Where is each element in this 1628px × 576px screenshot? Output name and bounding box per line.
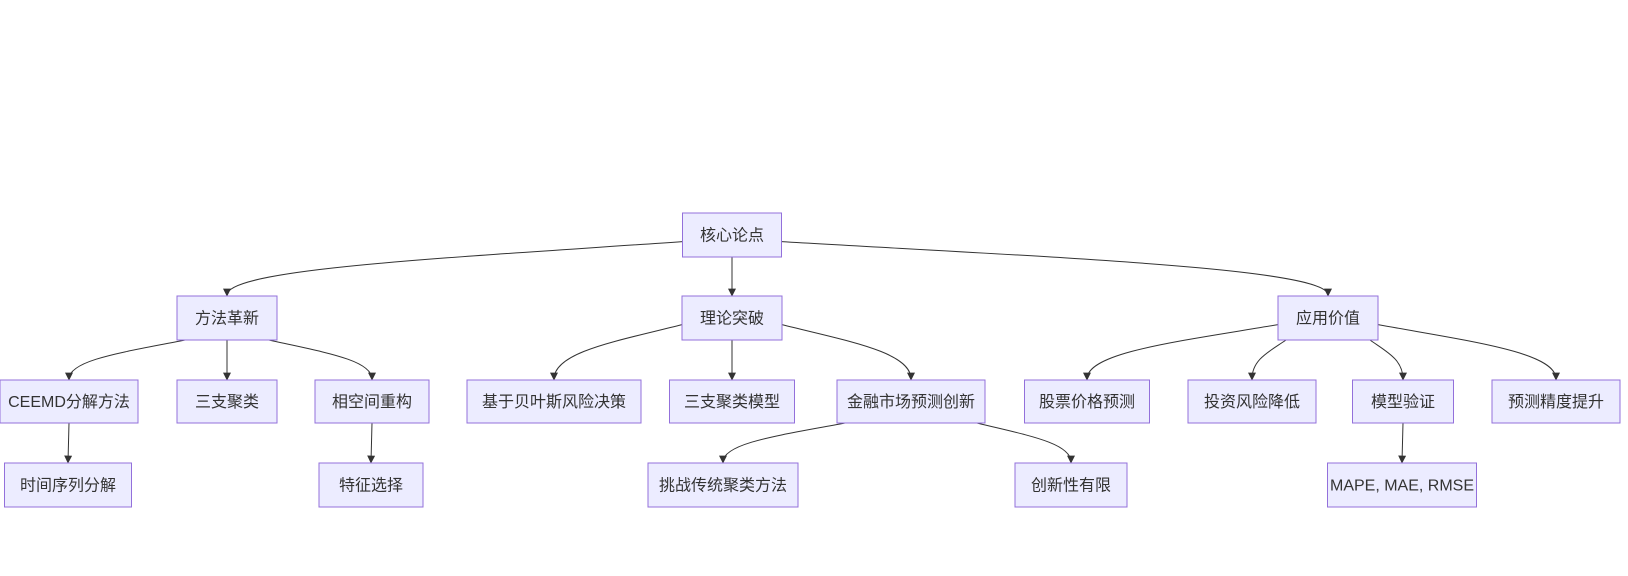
node-theory: 理论突破 [681,295,783,341]
node-box [0,379,139,424]
node-feature-selection: 特征选择 [318,462,424,508]
node-box [1277,295,1379,341]
node-label: 三支聚类模型 [684,393,780,411]
node-label: 应用价值 [1296,309,1360,328]
node-label: 特征选择 [339,477,403,495]
node-method: 方法革新 [176,295,278,341]
node-label: 时间序列分解 [20,477,116,495]
node-label: 基于贝叶斯风险决策 [482,393,626,411]
node-time-series: 时间序列分解 [4,462,132,508]
edge-root-application [781,241,1332,297]
node-box [4,462,132,508]
node-box [682,212,782,258]
node-accuracy: 预测精度提升 [1491,379,1621,424]
node-box [1187,379,1317,424]
node-model-validation: 模型验证 [1352,379,1454,424]
node-label: 方法革新 [195,310,259,328]
node-label: 相空间重构 [332,393,412,411]
node-phase-space: 相空间重构 [314,379,430,424]
node-label: 股票价格预测 [1039,393,1135,411]
edge-model-validation-metrics [1398,422,1407,464]
node-box [681,295,783,341]
node-label: 模型验证 [1371,393,1435,411]
edge-root-method [223,241,683,297]
node-box [1024,379,1150,424]
node-box [1491,379,1621,424]
node-limited-novelty: 创新性有限 [1014,462,1128,508]
node-label: MAPE, MAE, RMSE [1330,478,1474,495]
node-box [1352,379,1454,424]
node-box [669,379,795,424]
node-bayes: 基于贝叶斯风险决策 [466,379,642,424]
node-label: 创新性有限 [1031,477,1111,495]
node-label: 预测精度提升 [1508,393,1604,411]
node-box [1014,462,1128,508]
node-finance-innovation: 金融市场预测创新 [836,379,986,424]
edge-theory-bayes [550,324,683,381]
node-stock-prediction: 股票价格预测 [1024,379,1150,424]
edge-finance-innovation-challenge-clustering [719,422,846,464]
node-challenge-clustering: 挑战传统聚类方法 [647,462,799,508]
node-box [176,379,278,424]
edge-application-risk-reduction [1248,339,1287,381]
node-label: 理论突破 [700,310,764,328]
edge-layer [64,241,1560,464]
node-label: 投资风险降低 [1204,393,1300,411]
edge-ceemd-time-series [64,422,73,464]
node-metrics: MAPE, MAE, RMSE [1327,462,1477,508]
edge-method-ceemd [65,339,186,381]
node-box [314,379,430,424]
node-box [176,295,278,341]
node-ceemd: CEEMD分解方法 [0,379,139,424]
node-label: CEEMD分解方法 [8,393,130,411]
node-application: 应用价值 [1277,295,1379,341]
node-three-way-model: 三支聚类模型 [669,379,795,424]
edge-method-phase-space [268,339,376,381]
node-label: 挑战传统聚类方法 [659,477,787,495]
edge-phase-space-feature-selection [367,422,376,464]
edge-application-stock-prediction [1083,324,1279,381]
node-box [836,379,986,424]
node-label: 三支聚类 [195,393,259,411]
edge-application-accuracy [1377,324,1560,381]
node-box [466,379,642,424]
node-box [318,462,424,508]
node-box [1327,462,1477,508]
node-label: 金融市场预测创新 [847,393,975,411]
node-box [647,462,799,508]
node-root: 核心论点 [682,212,782,258]
edge-application-model-validation [1369,339,1407,381]
node-risk-reduction: 投资风险降低 [1187,379,1317,424]
edge-finance-innovation-limited-novelty [976,422,1075,464]
edge-theory-finance-innovation [781,324,915,381]
node-three-way: 三支聚类 [176,379,278,424]
node-label: 核心论点 [700,227,764,245]
